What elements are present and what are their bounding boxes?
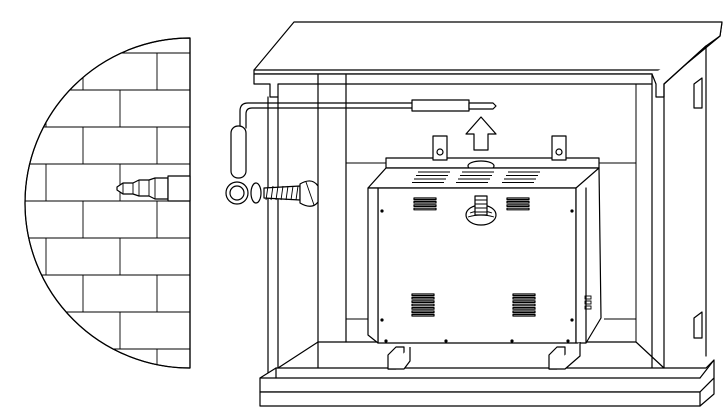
wall-plug-icon (116, 175, 191, 202)
arrow-up-icon (465, 116, 497, 151)
side-vent (584, 295, 592, 310)
anti-tip-bracket-icon (225, 99, 497, 205)
brick-wall-icon (24, 37, 191, 369)
screw-icon (250, 180, 319, 207)
electric-firebox-icon (367, 135, 602, 370)
